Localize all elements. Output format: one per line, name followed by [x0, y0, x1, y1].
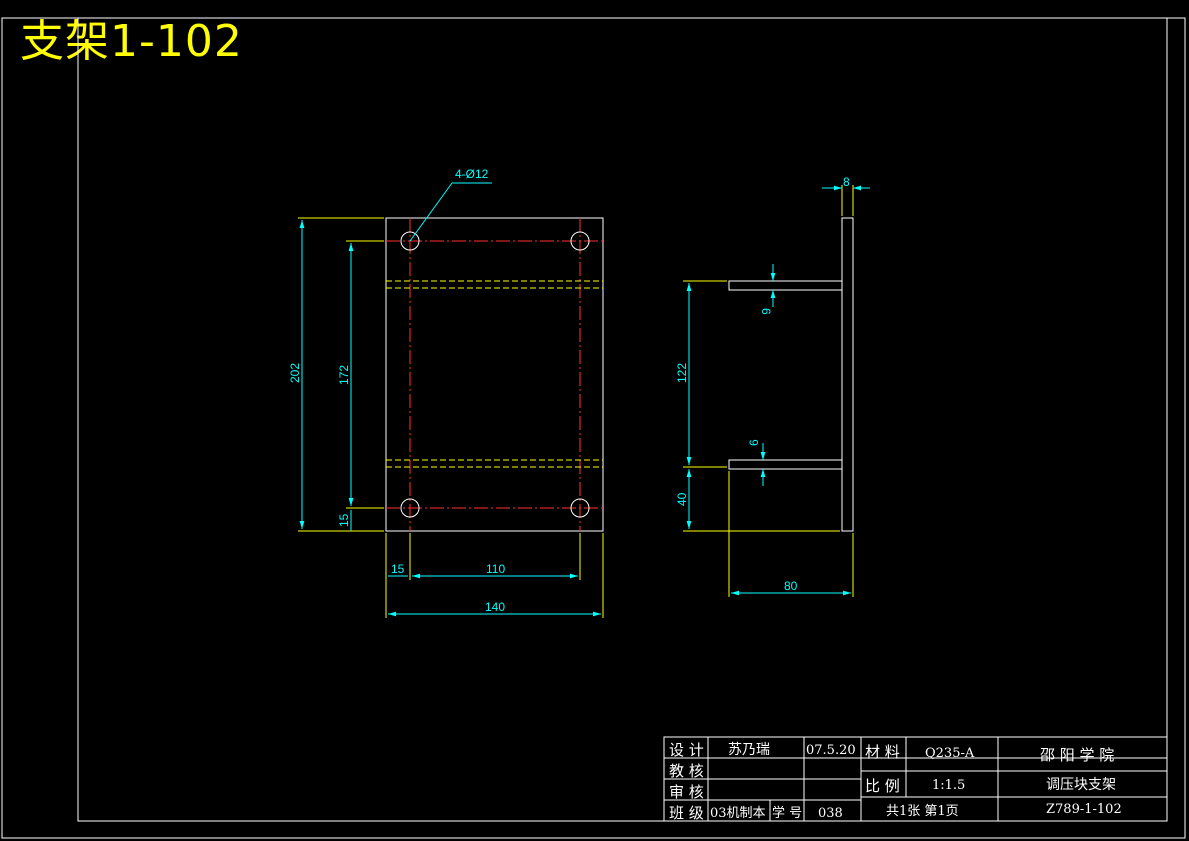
- frame-border: [77, 17, 1168, 822]
- sheet-border: [1, 17, 1186, 839]
- dim-140: 140: [485, 600, 505, 614]
- dim-6-top: 6: [759, 308, 773, 315]
- dim-8: 8: [843, 175, 850, 189]
- student-no-value: 038: [818, 806, 843, 821]
- lower-rib-outline: [728, 459, 843, 470]
- title-block-text: 设 计 苏乃瑞 07.5.20 材 料 Q235-A 邵 阳 学 院 教 核 比…: [669, 741, 1122, 822]
- review-label: 审 核: [669, 783, 704, 801]
- part-name: 调压块支架: [1046, 777, 1116, 793]
- side-view: 8 6 6 122 40 80: [675, 175, 870, 597]
- hole-callout: 4-Ø12: [455, 167, 489, 181]
- dim-80: 80: [784, 579, 798, 593]
- front-view: 4-Ø12 202 172 15 15 110 140: [288, 167, 604, 618]
- dim-202: 202: [288, 363, 302, 383]
- leader-line: [409, 182, 453, 242]
- side-plate-outline: [841, 217, 854, 532]
- dim-15-vertical: 15: [337, 513, 351, 527]
- title-block: [663, 736, 1168, 822]
- dim-122: 122: [675, 363, 689, 383]
- mounting-hole: [570, 231, 590, 251]
- dim-172: 172: [337, 365, 351, 385]
- dim-6-bottom: 6: [747, 439, 761, 446]
- material-label: 材 料: [865, 743, 900, 761]
- dim-40: 40: [675, 492, 689, 506]
- mounting-hole: [400, 231, 420, 251]
- dim-110: 110: [486, 562, 505, 576]
- design-label: 设 计: [669, 741, 704, 759]
- front-plate-outline: [385, 217, 604, 532]
- scale-label: 比 例: [865, 777, 900, 795]
- sheet-count: 共1张 第1页: [886, 804, 959, 819]
- school-name: 邵 阳 学 院: [1040, 746, 1114, 764]
- drawing-number: Z789-1-102: [1046, 802, 1122, 817]
- scale-value: 1:1.5: [932, 778, 965, 793]
- design-date: 07.5.20: [806, 743, 856, 758]
- drawing-title: 支架1-102: [20, 16, 243, 67]
- material-value: Q235-A: [925, 746, 975, 761]
- mounting-hole: [570, 498, 590, 518]
- mounting-hole: [400, 498, 420, 518]
- upper-rib-outline: [728, 280, 843, 291]
- designer-name: 苏乃瑞: [728, 742, 770, 758]
- class-value: 03机制本: [710, 806, 766, 821]
- student-no-label: 学 号: [772, 805, 802, 821]
- class-label: 班 级: [669, 804, 704, 822]
- check-label: 教 核: [669, 762, 704, 780]
- dim-15-horizontal: 15: [391, 562, 405, 576]
